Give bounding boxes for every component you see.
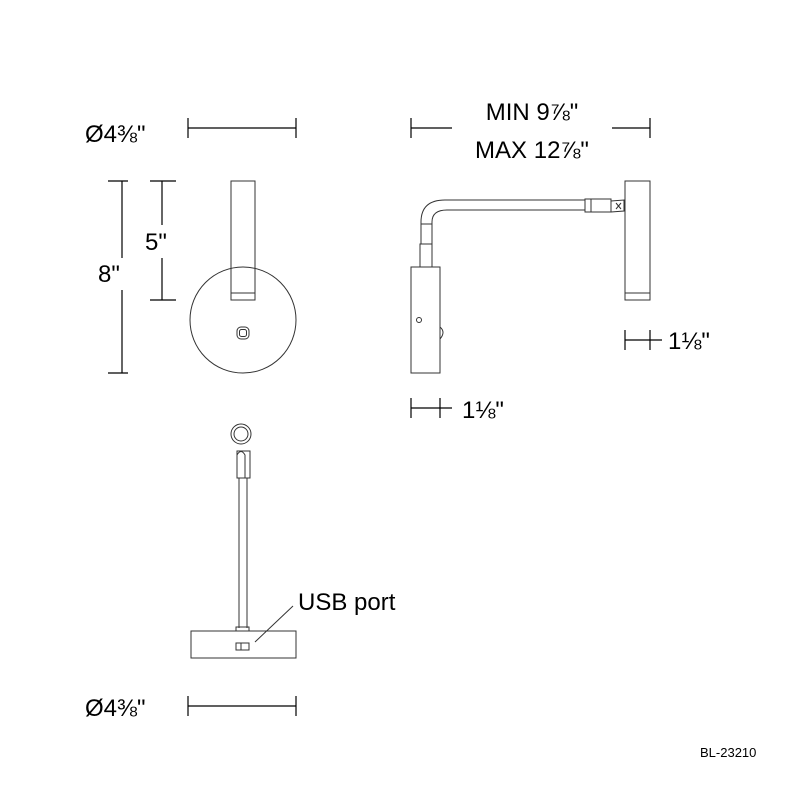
usb-leader-line <box>254 605 294 643</box>
usb-port-front <box>236 326 250 340</box>
overall-height-label: 8" <box>98 261 120 288</box>
side-base <box>410 266 441 374</box>
front-shade <box>230 180 256 301</box>
max-extension-label: MAX 12⅞" <box>475 137 589 164</box>
model-number: BL-23210 <box>700 745 756 760</box>
min-extension-label: MIN 9⅞" <box>486 99 579 126</box>
dimension-lines <box>108 118 662 716</box>
side-shade <box>624 180 651 301</box>
bottom-base <box>190 630 297 659</box>
bottom-diameter-label: Ø4⅜" <box>85 695 146 722</box>
usb-port <box>235 642 250 651</box>
front-diameter-label: Ø4⅜" <box>85 121 146 148</box>
shade-height-label: 5" <box>145 229 167 256</box>
backplate-circle <box>189 266 297 374</box>
base-depth-label: 1⅛" <box>462 397 504 424</box>
front-view <box>189 180 297 374</box>
bottom-view <box>190 423 297 659</box>
usb-port-label: USB port <box>298 589 396 616</box>
side-view <box>410 180 651 374</box>
shade-width-label: 1⅛" <box>668 328 710 355</box>
